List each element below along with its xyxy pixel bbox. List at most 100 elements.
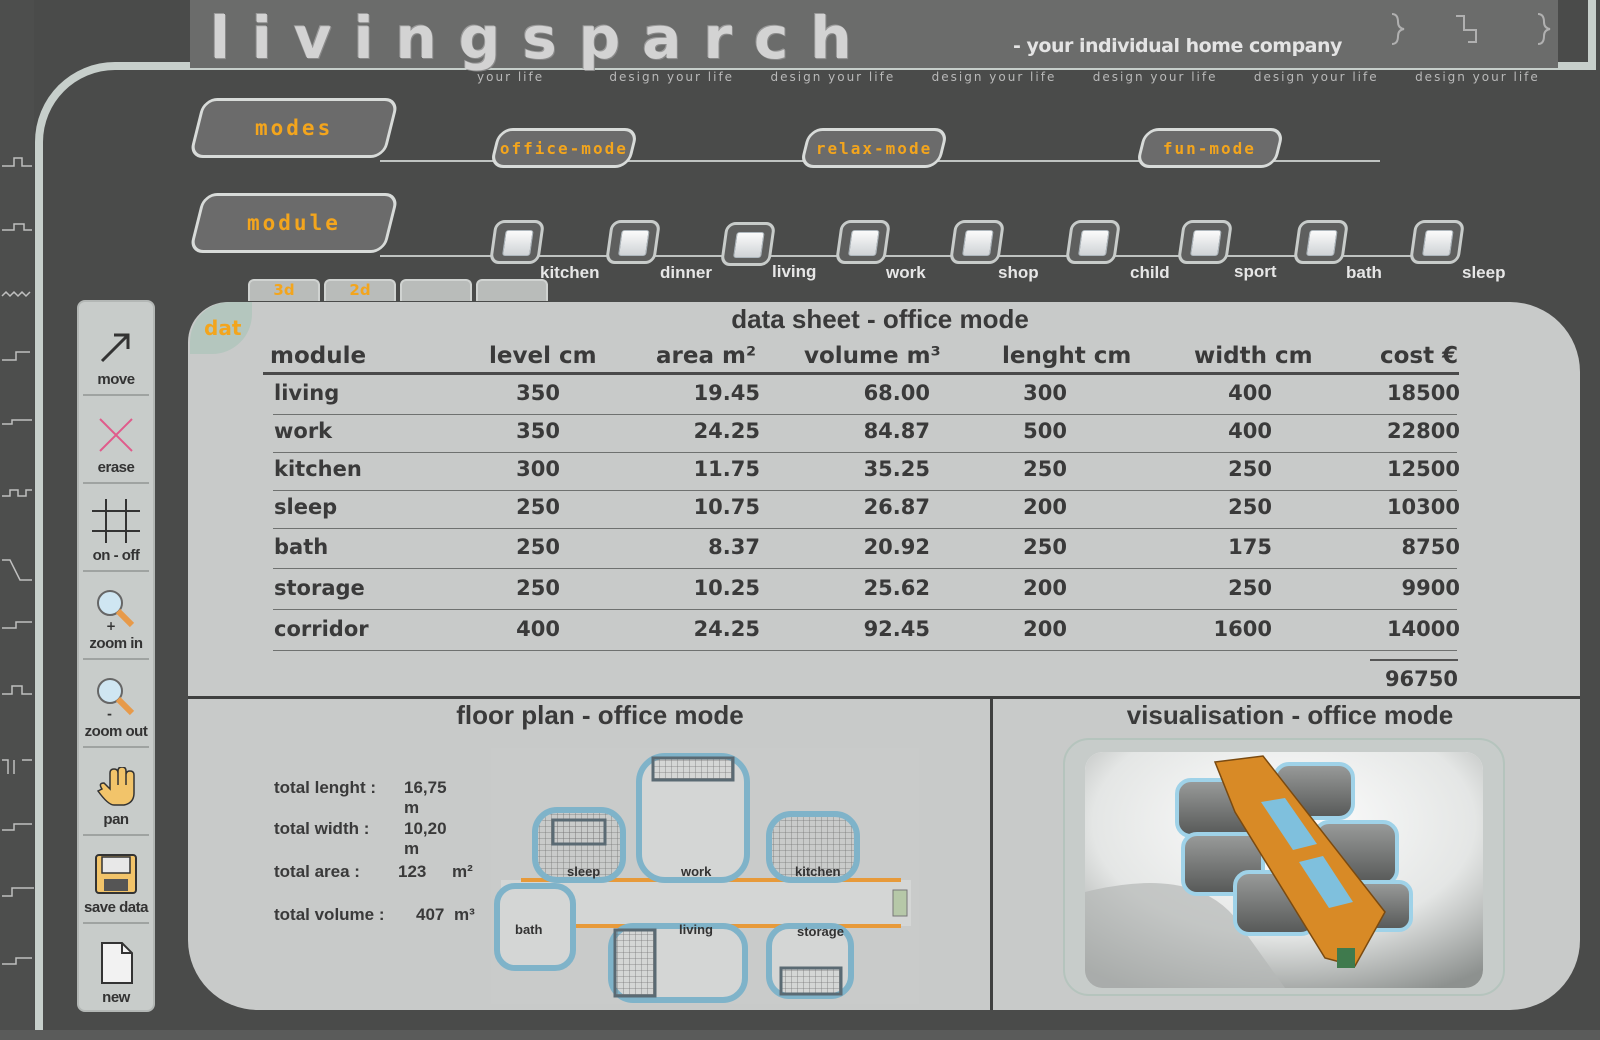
- subnav-item[interactable]: design your life: [1092, 70, 1218, 84]
- work-module-label[interactable]: work: [886, 263, 926, 282]
- bath-module-label[interactable]: bath: [1346, 263, 1382, 282]
- sleep-module-icon[interactable]: [1408, 220, 1466, 264]
- visualisation-title: visualisation - office mode: [1126, 700, 1454, 730]
- pan-tool[interactable]: pan: [83, 750, 149, 836]
- section-divider-vertical: [990, 699, 993, 1010]
- frame-right-cap: [1588, 0, 1596, 70]
- shop-module-label[interactable]: shop: [998, 263, 1039, 282]
- table-cell: 400: [1228, 381, 1272, 405]
- bath-module-icon[interactable]: [1292, 220, 1350, 264]
- table-cell: 250: [1023, 457, 1067, 481]
- col-header-cost: cost €: [1380, 343, 1459, 369]
- header-bar: livingsparch - your individual home comp…: [190, 0, 1558, 72]
- table-cell: 12500: [1386, 457, 1460, 481]
- table-cell: 200: [1023, 576, 1067, 600]
- table-cell: 250: [1228, 495, 1272, 519]
- table-cell: 9900: [1401, 576, 1460, 600]
- work-module-icon[interactable]: [834, 220, 892, 264]
- table-cell: 250: [1228, 457, 1272, 481]
- table-cell: 92.45: [863, 617, 930, 641]
- table-cell: 200: [1023, 495, 1067, 519]
- bracket-icon[interactable]: [1454, 12, 1480, 53]
- room-label-sleep: sleep: [567, 864, 600, 879]
- zoom-in-icon: +: [97, 590, 135, 631]
- header-rule: [263, 372, 1459, 375]
- save-tool[interactable]: save data: [83, 838, 149, 924]
- table-cell: 350: [516, 419, 560, 443]
- tab-empty[interactable]: [476, 279, 548, 301]
- subnav-item[interactable]: design your life: [770, 70, 896, 84]
- table-cell: 350: [516, 381, 560, 405]
- shop-module-icon[interactable]: [948, 220, 1006, 264]
- close-brace-icon[interactable]: [1532, 12, 1552, 53]
- floor-plan-svg: sleep work kitchen bath living storage: [494, 753, 911, 1003]
- zoom-out-icon: -: [97, 678, 135, 719]
- subnav-item[interactable]: design your life: [609, 70, 735, 84]
- table-cell: 250: [516, 495, 560, 519]
- erase-tool[interactable]: erase: [83, 398, 149, 484]
- new-label: new: [102, 989, 130, 1006]
- table-row-label: bath: [274, 535, 329, 559]
- kitchen-module-label[interactable]: kitchen: [540, 263, 600, 282]
- modes-button[interactable]: modes: [188, 98, 400, 158]
- tab-2d[interactable]: 2d: [324, 279, 396, 301]
- table-row-label: sleep: [274, 495, 338, 519]
- erase-tool-label: erase: [97, 459, 135, 476]
- row-rule: [273, 490, 1457, 491]
- module-connector: [380, 255, 1440, 257]
- table-cell: 10.25: [693, 576, 760, 600]
- living-module-label[interactable]: living: [772, 262, 817, 281]
- dinner-module-icon[interactable]: [604, 220, 662, 264]
- floor-plan-drawing[interactable]: sleep work kitchen bath living storage: [491, 748, 919, 1004]
- sleep-module-label[interactable]: sleep: [1462, 263, 1506, 282]
- child-module-icon[interactable]: [1064, 220, 1122, 264]
- zoom-out-tool[interactable]: - zoom out: [83, 662, 149, 748]
- table-cell: 19.45: [693, 381, 760, 405]
- office-mode-button[interactable]: office-mode: [489, 128, 639, 168]
- table-cell: 300: [1023, 381, 1067, 405]
- sport-module-icon[interactable]: [1176, 220, 1234, 264]
- table-cell: 500: [1023, 419, 1067, 443]
- table-cell: 250: [1228, 576, 1272, 600]
- save-label: save data: [84, 899, 148, 916]
- left-edge-strip: [0, 0, 34, 1040]
- subnav-item[interactable]: design your life: [1415, 70, 1540, 84]
- subnav-item[interactable]: design your life: [1253, 70, 1379, 84]
- table-cell: 26.87: [863, 495, 930, 519]
- room-label-work: work: [680, 864, 712, 879]
- module-button[interactable]: module: [188, 193, 400, 253]
- dinner-module-label[interactable]: dinner: [660, 263, 712, 282]
- new-tool[interactable]: new: [83, 926, 149, 1012]
- table-cell: 250: [516, 535, 560, 559]
- room-label-storage: storage: [797, 924, 844, 939]
- svg-text:+: +: [106, 619, 116, 631]
- tool-panel: move erase on - off + zoom in - zoom out: [77, 300, 155, 1012]
- table-cell: 24.25: [693, 419, 760, 443]
- col-header-module: module: [270, 343, 367, 369]
- table-cell: 14000: [1386, 617, 1460, 641]
- kitchen-module-icon[interactable]: [488, 220, 546, 264]
- x-icon: [99, 418, 133, 452]
- zoom-in-label: zoom in: [89, 635, 143, 652]
- room-label-living: living: [679, 922, 713, 937]
- move-tool[interactable]: move: [83, 310, 149, 396]
- grid-toggle-tool[interactable]: on - off: [83, 486, 149, 572]
- subnav-item[interactable]: design your life: [931, 70, 1057, 84]
- living-module-icon[interactable]: [719, 222, 777, 266]
- relax-mode-button[interactable]: relax-mode: [799, 128, 949, 168]
- 3d-render-image: [1085, 752, 1483, 988]
- table-cell: 400: [1228, 419, 1272, 443]
- tab-empty[interactable]: [400, 279, 472, 301]
- table-row-label: work: [274, 419, 333, 443]
- subnav-item[interactable]: your life: [477, 70, 545, 84]
- tab-3d[interactable]: 3d: [248, 279, 320, 301]
- brace-icon[interactable]: [1388, 12, 1408, 53]
- zoom-in-tool[interactable]: + zoom in: [83, 574, 149, 660]
- fun-mode-button[interactable]: fun-mode: [1135, 128, 1285, 168]
- child-module-label[interactable]: child: [1130, 263, 1170, 282]
- visualisation-render[interactable]: [1085, 752, 1483, 988]
- sport-module-label[interactable]: sport: [1234, 262, 1277, 281]
